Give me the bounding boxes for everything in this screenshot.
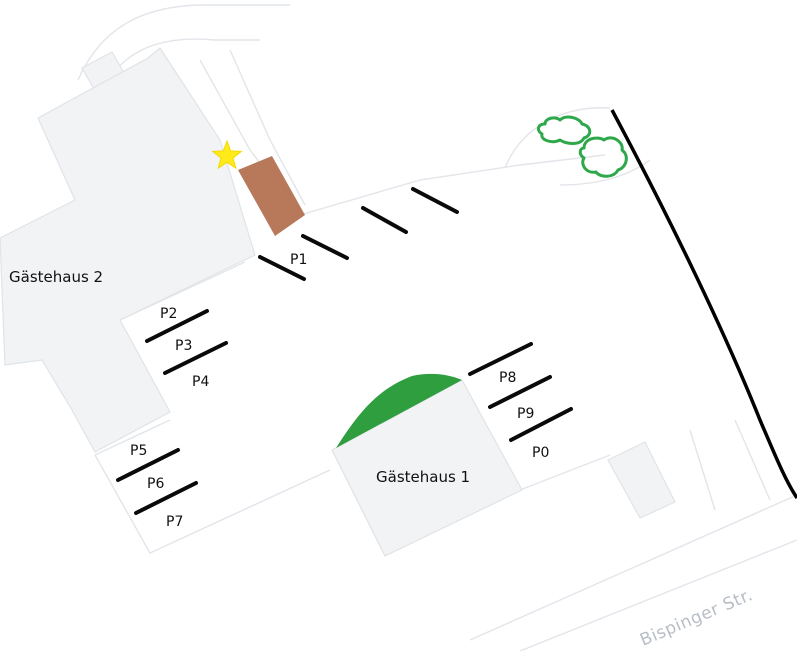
tree-icon: [578, 136, 628, 178]
guesthouse-1-label: Gästehaus 1: [376, 468, 470, 486]
road-outlines: [77, 4, 797, 651]
road-edge: [610, 109, 797, 499]
parking-label-p0[interactable]: P0: [532, 445, 549, 461]
lawn-area: [336, 373, 462, 448]
parking-label-p5[interactable]: P5: [130, 443, 147, 459]
guesthouse-2-building[interactable]: [0, 47, 256, 453]
tree-icon: [536, 115, 592, 145]
tree-icons: [536, 115, 628, 178]
parking-label-p6[interactable]: P6: [147, 476, 164, 492]
parking-label-p3[interactable]: P3: [175, 338, 192, 354]
parking-label-p4[interactable]: P4: [192, 374, 209, 390]
street-label: Bispinger Str.: [637, 585, 756, 650]
parking-label-p8[interactable]: P8: [499, 370, 516, 386]
star-icon[interactable]: [211, 139, 243, 170]
parking-label-p2[interactable]: P2: [160, 306, 177, 322]
guesthouse-2-label: Gästehaus 2: [9, 268, 103, 286]
parking-label-p7[interactable]: P7: [166, 514, 183, 530]
parking-label-p9[interactable]: P9: [517, 406, 534, 422]
small-building-right: [607, 441, 676, 519]
parking-lines: [116, 187, 573, 515]
parking-label-p1[interactable]: P1: [290, 252, 307, 268]
entrance-block[interactable]: [238, 156, 305, 236]
